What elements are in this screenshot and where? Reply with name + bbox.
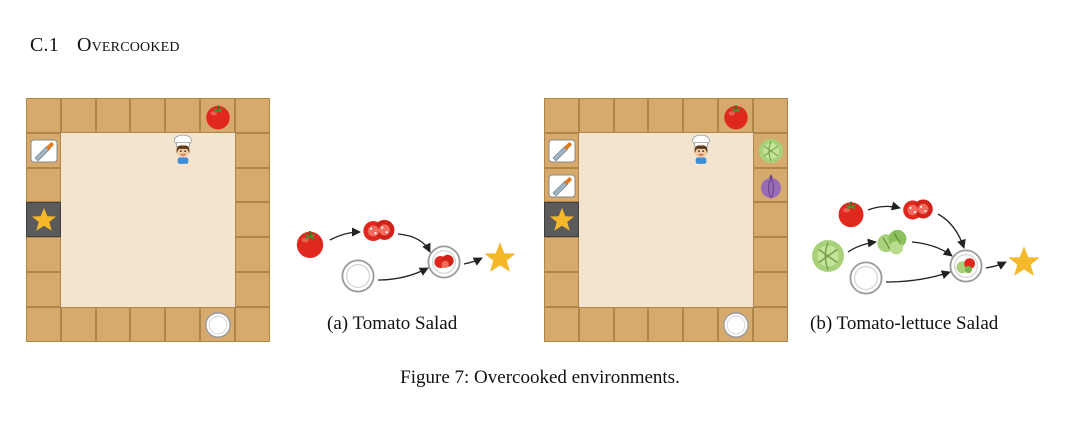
counter-tile xyxy=(752,237,788,272)
knife-icon xyxy=(29,136,59,166)
counter-tile xyxy=(95,306,131,342)
counter-tile xyxy=(613,98,649,133)
knife-icon xyxy=(547,136,577,166)
plate-icon xyxy=(204,311,232,339)
counter-tile xyxy=(234,202,270,238)
onion-icon xyxy=(756,171,786,201)
counter-tile xyxy=(165,98,200,133)
counter-tile xyxy=(752,202,788,238)
lettuce-icon xyxy=(811,239,845,273)
counter-tile xyxy=(752,98,788,133)
plate-icon xyxy=(849,261,883,295)
counter-tile xyxy=(234,167,270,203)
cutting-board-tile xyxy=(544,132,579,168)
counter-tile xyxy=(544,98,579,133)
counter-tile xyxy=(130,306,166,342)
tomato-icon xyxy=(296,231,324,258)
lettuce-icon xyxy=(756,136,786,166)
counter-tile xyxy=(234,237,270,272)
counter-tile xyxy=(200,306,235,342)
counter-tile xyxy=(752,132,788,168)
counter-tile xyxy=(578,306,614,342)
kitchen-floor xyxy=(60,132,235,307)
kitchen-grid-b xyxy=(544,98,788,342)
counter-tile xyxy=(752,306,788,342)
chopped-tomato-icon xyxy=(363,219,395,241)
cutting-board-tile xyxy=(26,132,61,168)
counter-tile xyxy=(60,98,96,133)
counter-tile xyxy=(683,306,718,342)
counter-tile xyxy=(95,98,131,133)
counter-tile xyxy=(26,306,61,342)
section-heading: C.1 Overcooked xyxy=(30,34,180,57)
counter-tile xyxy=(234,98,270,133)
salad-plate-icon xyxy=(949,249,983,283)
counter-tile xyxy=(234,306,270,342)
counter-tile xyxy=(26,98,61,133)
counter-tile xyxy=(26,237,61,272)
counter-tile xyxy=(613,306,649,342)
counter-tile xyxy=(578,98,614,133)
tomato-icon xyxy=(838,201,864,228)
counter-tile xyxy=(26,272,61,307)
counter-tile xyxy=(648,98,684,133)
knife-icon xyxy=(547,171,577,201)
counter-tile xyxy=(200,98,235,133)
plate-icon xyxy=(341,259,375,293)
kitchen-floor xyxy=(578,132,753,307)
tomato-icon xyxy=(202,100,234,132)
counter-tile xyxy=(683,98,718,133)
counter-tile xyxy=(718,306,753,342)
counter-tile xyxy=(26,167,61,203)
recipe-graph-a xyxy=(296,219,516,293)
counter-tile xyxy=(544,272,579,307)
chef-icon xyxy=(167,134,199,166)
recipe-graph-b xyxy=(811,199,1040,295)
counter-tile xyxy=(752,272,788,307)
section-title: Overcooked xyxy=(76,34,180,56)
chopped-tomato-icon xyxy=(903,199,933,220)
subfigure-b-caption: (b) Tomato-lettuce Salad xyxy=(810,313,999,334)
counter-tile xyxy=(544,306,579,342)
plate-icon xyxy=(722,311,750,339)
chef-icon xyxy=(685,134,717,166)
subfigure-a-caption: (a) Tomato Salad xyxy=(327,313,458,334)
serving-tile xyxy=(544,202,579,238)
salad-plate-icon xyxy=(427,245,461,279)
counter-tile xyxy=(752,167,788,203)
counter-tile xyxy=(544,237,579,272)
counter-tile xyxy=(234,132,270,168)
figure-caption: Figure 7: Overcooked environments. xyxy=(400,367,680,388)
star-icon xyxy=(484,242,516,272)
cutting-board-tile xyxy=(544,167,579,203)
serving-tile xyxy=(26,202,61,238)
kitchen-grid-a xyxy=(26,98,270,342)
star-icon xyxy=(30,206,58,234)
counter-tile xyxy=(648,306,684,342)
counter-tile xyxy=(60,306,96,342)
tomato-icon xyxy=(720,100,752,132)
counter-tile xyxy=(130,98,166,133)
counter-tile xyxy=(234,272,270,307)
counter-tile xyxy=(718,98,753,133)
star-icon xyxy=(1008,246,1040,276)
chopped-lettuce-icon xyxy=(876,229,907,255)
section-number: C.1 xyxy=(30,34,59,56)
star-icon xyxy=(548,206,576,234)
counter-tile xyxy=(165,306,200,342)
